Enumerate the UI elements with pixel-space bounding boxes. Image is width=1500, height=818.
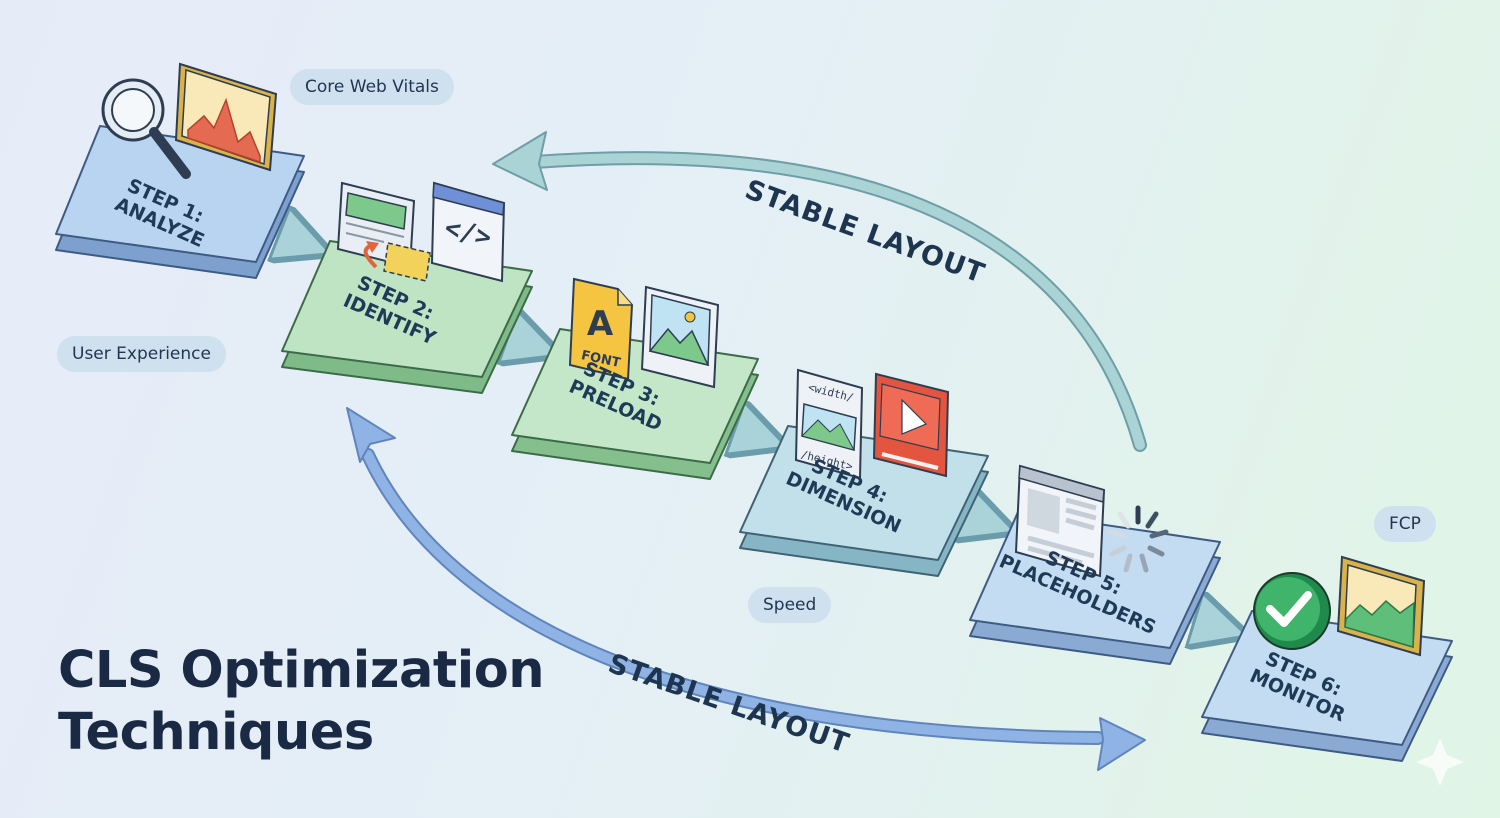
tag-fcp: FCP bbox=[1374, 506, 1436, 542]
code-window-icon: </> bbox=[430, 181, 506, 283]
sparkle-icon bbox=[1416, 738, 1464, 786]
title-line-2: Techniques bbox=[58, 703, 374, 762]
step-5-placeholders: STEP 5: PLACEHOLDERS bbox=[969, 464, 1221, 665]
step-1-analyze: STEP 1: ANALYZE bbox=[55, 62, 305, 279]
bottom-arc-arrowhead-end bbox=[1097, 717, 1146, 771]
tag-core-web-vitals: Core Web Vitals bbox=[290, 69, 454, 105]
page-title: CLS Optimization Techniques bbox=[58, 640, 545, 764]
font-letter: A bbox=[587, 304, 614, 344]
video-player-icon bbox=[872, 372, 950, 478]
step-3-preload: A FONT STEP 3: PRELOAD bbox=[511, 277, 759, 480]
step-2-identify: </> STEP 2: IDENTIFY bbox=[281, 181, 533, 394]
bottom-arc-label: STABLE LAYOUT bbox=[604, 648, 853, 760]
image-frame-icon bbox=[640, 285, 720, 389]
sized-image-icon: <width/ /height> bbox=[794, 368, 864, 480]
step-6-monitor: STEP 6: MONITOR bbox=[1201, 555, 1453, 762]
area-chart-icon bbox=[1336, 555, 1426, 657]
check-circle-icon bbox=[1253, 572, 1331, 650]
magnifier-icon bbox=[101, 78, 191, 179]
skeleton-window-icon bbox=[1014, 464, 1106, 578]
tag-speed: Speed bbox=[748, 587, 832, 623]
top-arc-arrowhead bbox=[492, 131, 548, 191]
font-file-icon: A FONT bbox=[568, 277, 634, 381]
step-4-dimension: <width/ /height> STEP 4: DIMENSION bbox=[739, 368, 989, 577]
chart-window-icon bbox=[174, 62, 278, 172]
loading-spinner-icon bbox=[1107, 505, 1169, 573]
tag-user-experience: User Experience bbox=[57, 336, 226, 372]
title-line-1: CLS Optimization bbox=[58, 641, 545, 700]
layout-shift-icon bbox=[336, 181, 431, 282]
bottom-arc-arrowhead-start bbox=[346, 407, 396, 463]
